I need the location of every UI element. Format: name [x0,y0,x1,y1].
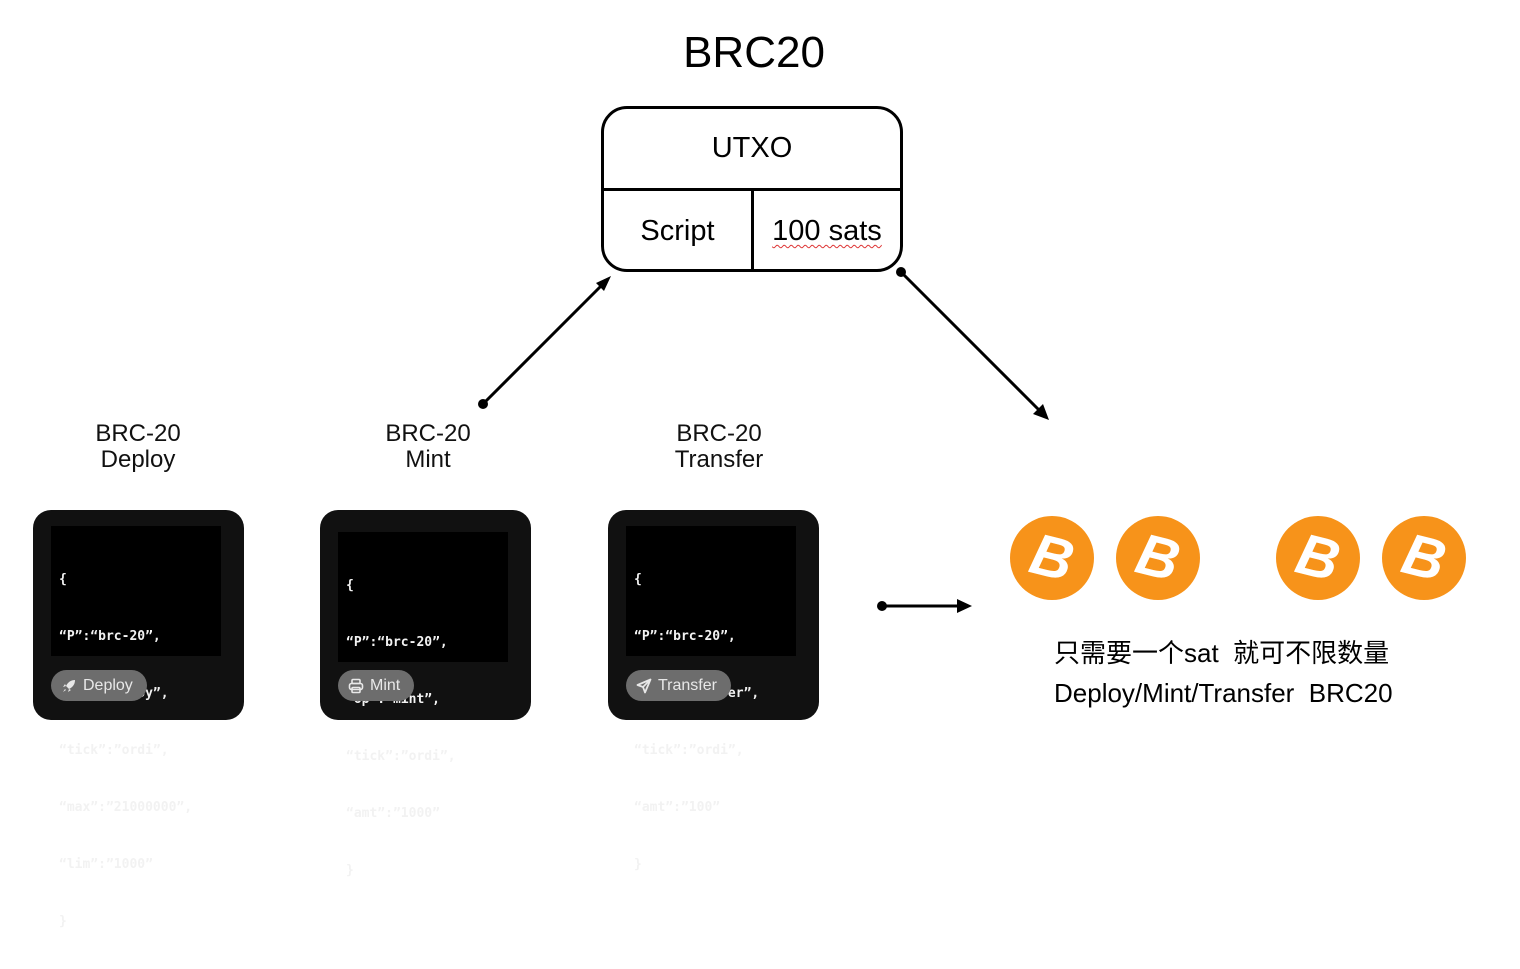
arrowhead [596,276,611,291]
code-line: “P”:“brc-20”, [346,635,448,650]
code-line: “tick”:”ordi”, [346,749,456,764]
connector-arrows [478,267,1049,613]
code-line: “amt”:”100” [634,800,721,815]
utxo-value-cell: 100 sats [754,191,900,272]
transfer-button-label: Transfer [658,676,717,694]
code-line: “P”:“brc-20”, [59,629,161,644]
code-line: { [346,578,354,593]
bitcoin-icon: B [1276,516,1360,600]
heading-deploy: BRC-20 Deploy [48,421,228,473]
mint-button-label: Mint [370,676,401,694]
arrow-utxo-to-coins [896,267,1049,420]
code-line: “max”:”21000000”, [59,800,193,815]
code-line: } [59,914,67,929]
code-line: “tick”:”ordi”, [634,743,744,758]
arrow-start-dot [877,601,887,611]
bitcoin-icon: B [1010,516,1094,600]
heading-line2: Deploy [100,446,176,473]
code-line: “tick”:”ordi”, [59,743,169,758]
utxo-value-text: 100 sats [772,215,882,247]
mint-button[interactable]: Mint [338,670,415,701]
code-line: “lim”:”1000” [59,857,153,872]
card-deploy: { “P”:“brc-20”, “op”:”deploy”, “tick”:”o… [33,510,244,929]
diagram-title: BRC20 [683,28,825,77]
code-line: { [634,572,642,587]
code-block: { “P”:“brc-20”, “op”:”deploy”, “tick”:”o… [51,526,221,929]
code-line: { [59,572,67,587]
heading-mint: BRC-20 Mint [338,421,518,473]
code-block: { “P”:“brc-20”, “op”:”mint”, “tick”:”ord… [338,532,508,878]
printer-icon [348,678,364,693]
utxo-header: UTXO [604,109,900,191]
caption-line1: 只需要一个sat 就可不限数量 [1054,638,1390,668]
utxo-box: UTXO Script 100 sats [601,106,903,272]
heading-line1: BRC-20 [676,420,762,447]
arrow-start-dot [896,267,906,277]
code-line: “amt”:”1000” [346,806,440,821]
heading-transfer: BRC-20 Transfer [629,421,809,473]
bitcoin-icon: B [1382,516,1466,600]
deploy-button[interactable]: Deploy [51,670,147,701]
bitcoin-icon: B [1116,516,1200,600]
rocket-icon [63,679,75,692]
arrow-mint-to-utxo [478,276,611,409]
card-mint: { “P”:“brc-20”, “op”:”mint”, “tick”:”ord… [320,510,531,878]
arrow-cards-to-coins [877,599,972,613]
transfer-button[interactable]: Transfer [626,670,731,701]
caption-line2: Deploy/Mint/Transfer BRC20 [1054,678,1393,708]
arrowhead [1033,404,1049,420]
arrowhead [957,599,972,613]
code-line: } [346,863,354,878]
heading-line2: Mint [405,446,451,473]
heading-line1: BRC-20 [385,420,471,447]
heading-line2: Transfer [674,446,764,473]
send-icon [636,678,652,693]
arrow-start-dot [478,399,488,409]
code-line: “P”:“brc-20”, [634,629,736,644]
utxo-script-cell: Script [604,191,754,272]
code-block: { “P”:“brc-20”, “op”:”transfer”, “tick”:… [626,526,796,872]
deploy-button-label: Deploy [83,676,133,694]
code-line: } [634,857,642,872]
card-transfer: { “P”:“brc-20”, “op”:”transfer”, “tick”:… [608,510,819,872]
heading-line1: BRC-20 [95,420,181,447]
